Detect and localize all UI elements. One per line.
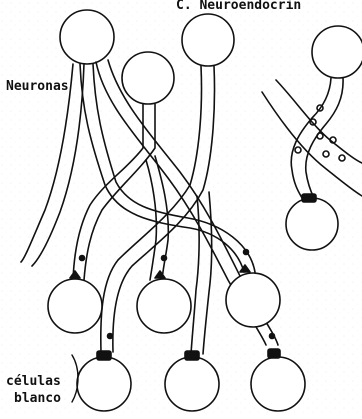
neurons-label: Neuronas xyxy=(6,79,69,94)
release-dot xyxy=(162,256,167,261)
target-cells-label-line2: blanco xyxy=(14,391,61,406)
neuron-1-soma xyxy=(60,10,114,64)
neuron-3-soma xyxy=(182,14,234,66)
release-dot xyxy=(80,256,85,261)
terminal-endocrine xyxy=(302,194,316,202)
neuroendocrine-soma xyxy=(312,26,362,78)
target-cell-6 xyxy=(251,357,305,411)
target-cell-1 xyxy=(48,279,102,333)
target-cell-4 xyxy=(77,357,131,411)
target-cell-5 xyxy=(165,357,219,411)
terminal-5 xyxy=(185,351,199,360)
header-label: C. Neuroendocrin xyxy=(176,0,301,13)
terminal-6 xyxy=(268,349,280,358)
target-cells-label-line1: células xyxy=(6,374,61,389)
release-dot xyxy=(244,250,249,255)
target-cell-3 xyxy=(226,273,280,327)
release-dot xyxy=(108,334,113,339)
terminal-4 xyxy=(97,351,111,360)
neuron-2-soma xyxy=(122,52,174,104)
target-cell-2 xyxy=(137,279,191,333)
release-dot xyxy=(270,334,275,339)
target-cell-endocrine xyxy=(286,198,338,250)
